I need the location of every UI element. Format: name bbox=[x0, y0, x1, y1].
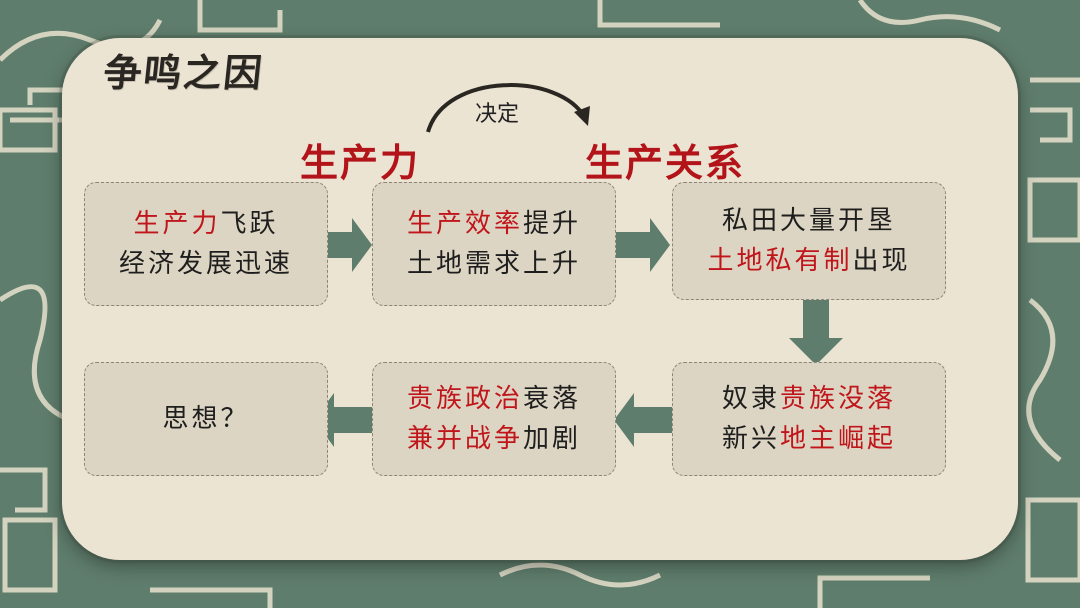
box4-line1-red: 贵族没落 bbox=[780, 384, 897, 414]
decide-label: 决定 bbox=[475, 102, 520, 127]
arrow-left-2 bbox=[314, 393, 372, 447]
box-thought: 思想？ bbox=[84, 362, 328, 476]
box-productivity-leap: 生产力飞跃 经济发展迅速 bbox=[84, 182, 328, 306]
arrow-left-1 bbox=[614, 393, 672, 447]
box5-line1-red: 贵族政治 bbox=[406, 384, 523, 414]
decide-arrowhead bbox=[574, 106, 590, 126]
box4-line1-start: 奴隶 bbox=[721, 384, 780, 414]
relations-of-production-label: 生产关系 bbox=[585, 140, 746, 185]
box4-line2-red: 地主崛起 bbox=[780, 424, 897, 454]
box-landlords-rise: 奴隶贵族没落 新兴地主崛起 bbox=[672, 362, 946, 476]
box5-line2-rest: 加剧 bbox=[523, 424, 582, 454]
box1-line1-rest: 飞跃 bbox=[220, 209, 279, 239]
box5-line2-red: 兼并战争 bbox=[406, 424, 523, 454]
box-efficiency-rise: 生产效率提升 土地需求上升 bbox=[372, 182, 616, 306]
box1-line2: 经济发展迅速 bbox=[118, 249, 293, 279]
box2-line2: 土地需求上升 bbox=[406, 249, 581, 279]
box-aristocratic-decline: 贵族政治衰落 兼并战争加剧 bbox=[372, 362, 616, 476]
box3-line2-red: 土地私有制 bbox=[707, 246, 853, 276]
box4-line2-start: 新兴 bbox=[721, 424, 780, 454]
box2-line1-red: 生产效率 bbox=[406, 209, 523, 239]
box5-line1-rest: 衰落 bbox=[523, 384, 582, 414]
box2-line1-rest: 提升 bbox=[523, 209, 582, 239]
productivity-label: 生产力 bbox=[300, 140, 421, 185]
box3-line2-rest: 出现 bbox=[852, 246, 911, 276]
box-private-land: 私田大量开垦 土地私有制出现 bbox=[672, 182, 946, 300]
arrow-right-2 bbox=[612, 218, 670, 272]
box3-line1: 私田大量开垦 bbox=[721, 206, 896, 236]
decide-curve-arrow bbox=[426, 83, 587, 133]
arrow-down bbox=[789, 298, 843, 365]
box1-line1-red: 生产力 bbox=[133, 209, 221, 239]
box6-line1: 思想？ bbox=[162, 404, 250, 434]
arrow-right-1 bbox=[314, 218, 372, 272]
